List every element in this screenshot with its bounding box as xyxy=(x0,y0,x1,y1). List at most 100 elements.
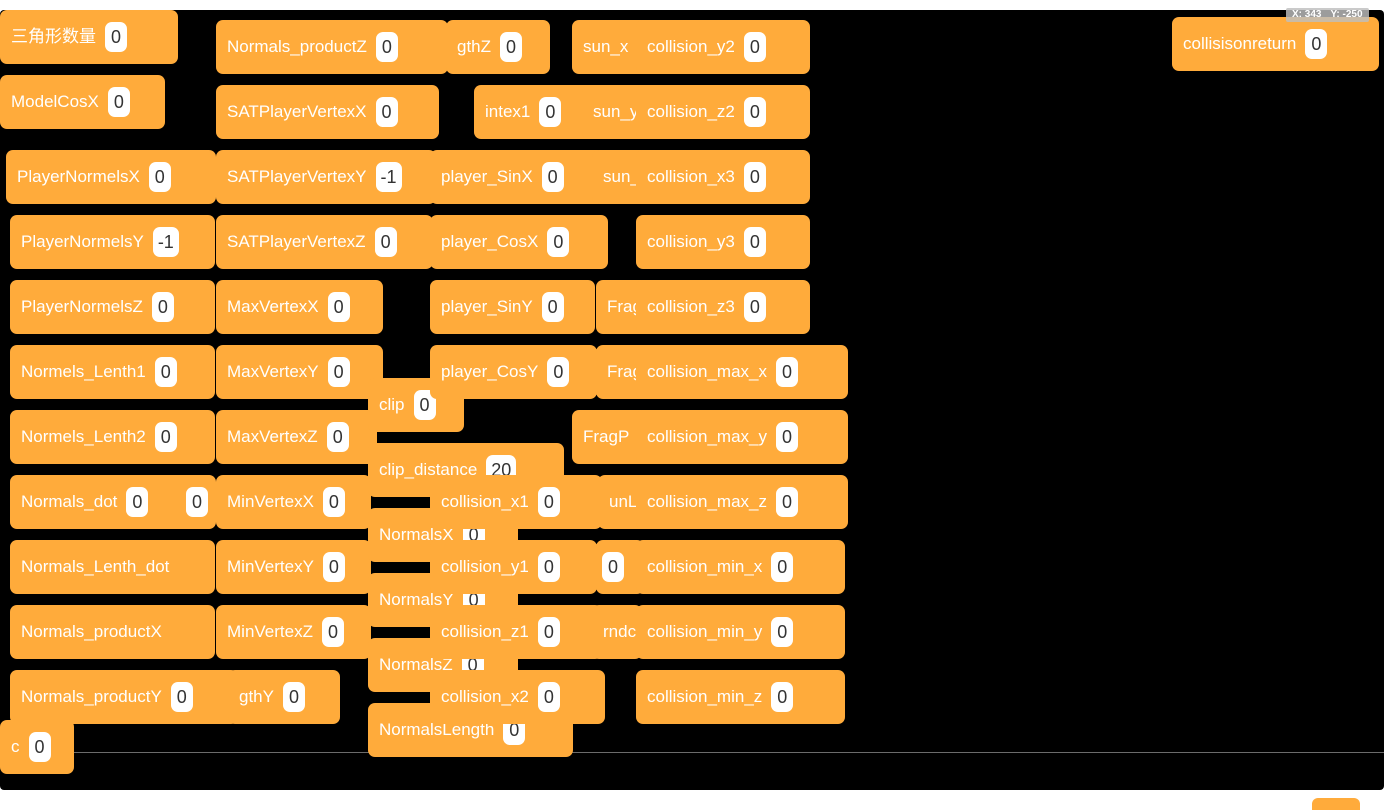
monitor-label: SATPlayerVertexZ xyxy=(227,232,366,251)
variable-monitor[interactable]: collision_y1 0 xyxy=(430,540,597,594)
monitor-label: NormalsZ xyxy=(379,655,453,674)
monitor-value: 0 xyxy=(743,97,766,127)
monitor-label: Normals_productY xyxy=(21,687,162,706)
monitor-label: sun_y xyxy=(593,102,639,121)
monitor-label: collision_y2 xyxy=(647,37,735,56)
monitor-value: 0 xyxy=(771,617,794,647)
variable-monitor[interactable]: MinVertexX 0 xyxy=(216,475,371,529)
variable-monitor[interactable]: Normals_Lenth_dot xyxy=(10,540,215,594)
variable-monitor[interactable]: PlayerNormelsY-1 xyxy=(10,215,215,269)
monitor-label: NormalsY xyxy=(379,590,454,609)
monitor-value: 0 xyxy=(537,552,560,582)
monitor-label: MinVertexX xyxy=(227,492,314,511)
variable-monitor[interactable]: 三角形数量 0 xyxy=(0,10,178,64)
monitor-value: 0 xyxy=(375,97,398,127)
variable-monitor[interactable]: collision_max_y 0 xyxy=(636,410,848,464)
variable-monitor[interactable]: 0 xyxy=(180,475,216,529)
monitor-label: PlayerNormelsX xyxy=(17,167,140,186)
monitor-value: 0 xyxy=(743,292,766,322)
variable-monitor[interactable]: collision_max_x 0 xyxy=(636,345,848,399)
monitor-label: 三角形数量 xyxy=(11,27,96,46)
monitor-label: collision_min_x xyxy=(647,557,763,576)
monitor-label: Normels_Lenth2 xyxy=(21,427,146,446)
monitor-value: 0 xyxy=(322,487,345,517)
monitor-label: MinVertexZ xyxy=(227,622,313,641)
monitor-label: collision_z3 xyxy=(647,297,735,316)
monitor-label: FragP xyxy=(583,427,630,446)
connector-line xyxy=(380,438,430,443)
monitor-value: 0 xyxy=(776,357,798,387)
monitor-label: player_SinY xyxy=(441,297,533,316)
variable-monitor[interactable]: Normals_productX xyxy=(10,605,215,659)
monitor-label: collision_max_z xyxy=(647,492,767,511)
monitor-value: 0 xyxy=(537,487,560,517)
monitor-value: 0 xyxy=(186,487,208,517)
monitor-label: Normals_Lenth_dot xyxy=(21,557,170,576)
monitor-label: Normels_Lenth1 xyxy=(21,362,146,381)
monitor-label: collision_min_z xyxy=(647,687,763,706)
connector-line xyxy=(90,533,120,538)
variable-monitor[interactable]: collision_z2 0 xyxy=(636,85,810,139)
monitor-value: 0 xyxy=(126,487,149,517)
monitor-label: collision_max_y xyxy=(647,427,767,446)
monitor-label: collision_max_x xyxy=(647,362,767,381)
monitor-label: Normals_productX xyxy=(21,622,162,641)
monitor-label: collision_y1 xyxy=(441,557,529,576)
monitor-label: MinVertexY xyxy=(227,557,314,576)
variable-monitor[interactable]: collision_z3 0 xyxy=(636,280,810,334)
monitor-label: player_CosX xyxy=(441,232,539,251)
monitor-value: 0 xyxy=(776,422,798,452)
connector-line xyxy=(380,698,430,703)
monitor-value: 0 xyxy=(500,32,523,62)
monitor-value: 0 xyxy=(151,292,174,322)
variable-monitor[interactable]: rndc xyxy=(592,605,642,659)
variable-monitor[interactable]: SATPlayerVertexY-1 xyxy=(216,150,436,204)
monitor-label: NormalsLength xyxy=(379,720,495,739)
monitor-value: 0 xyxy=(375,32,398,62)
monitor-value: 0 xyxy=(743,162,766,192)
monitor-label: collisisonreturn xyxy=(1183,34,1297,53)
monitor-label: collision_z1 xyxy=(441,622,529,641)
monitor-value: 0 xyxy=(105,22,127,52)
mouse-x-readout: X: 343 xyxy=(1292,9,1322,20)
connector-line xyxy=(380,503,430,508)
monitor-label: collision_z2 xyxy=(647,102,735,121)
